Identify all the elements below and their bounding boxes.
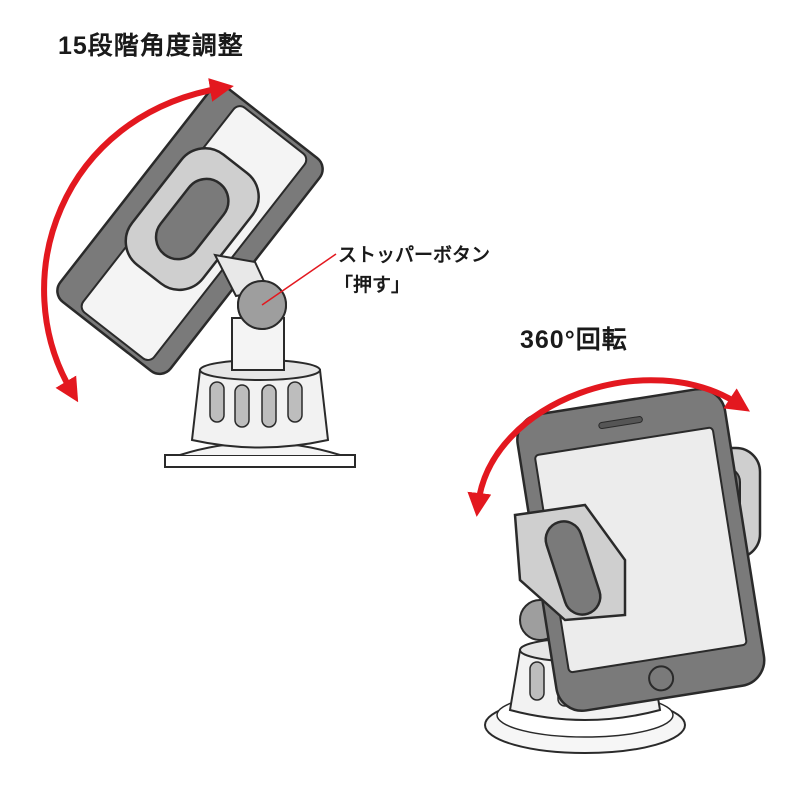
home-button — [648, 665, 675, 692]
curved-double-arrow-icon — [467, 377, 750, 517]
suction-base — [164, 359, 356, 468]
callout-line — [261, 253, 337, 306]
tilt-title: 15段階角度調整 — [58, 32, 244, 60]
stopper-label: ストッパーボタン — [338, 245, 491, 266]
stopper-action-label: 「押す」 — [334, 275, 411, 296]
tilt-mount — [56, 84, 356, 468]
rotate-mount — [484, 387, 766, 754]
curved-double-arrow-icon — [41, 78, 234, 403]
rotate-title: 360°回転 — [520, 326, 628, 354]
